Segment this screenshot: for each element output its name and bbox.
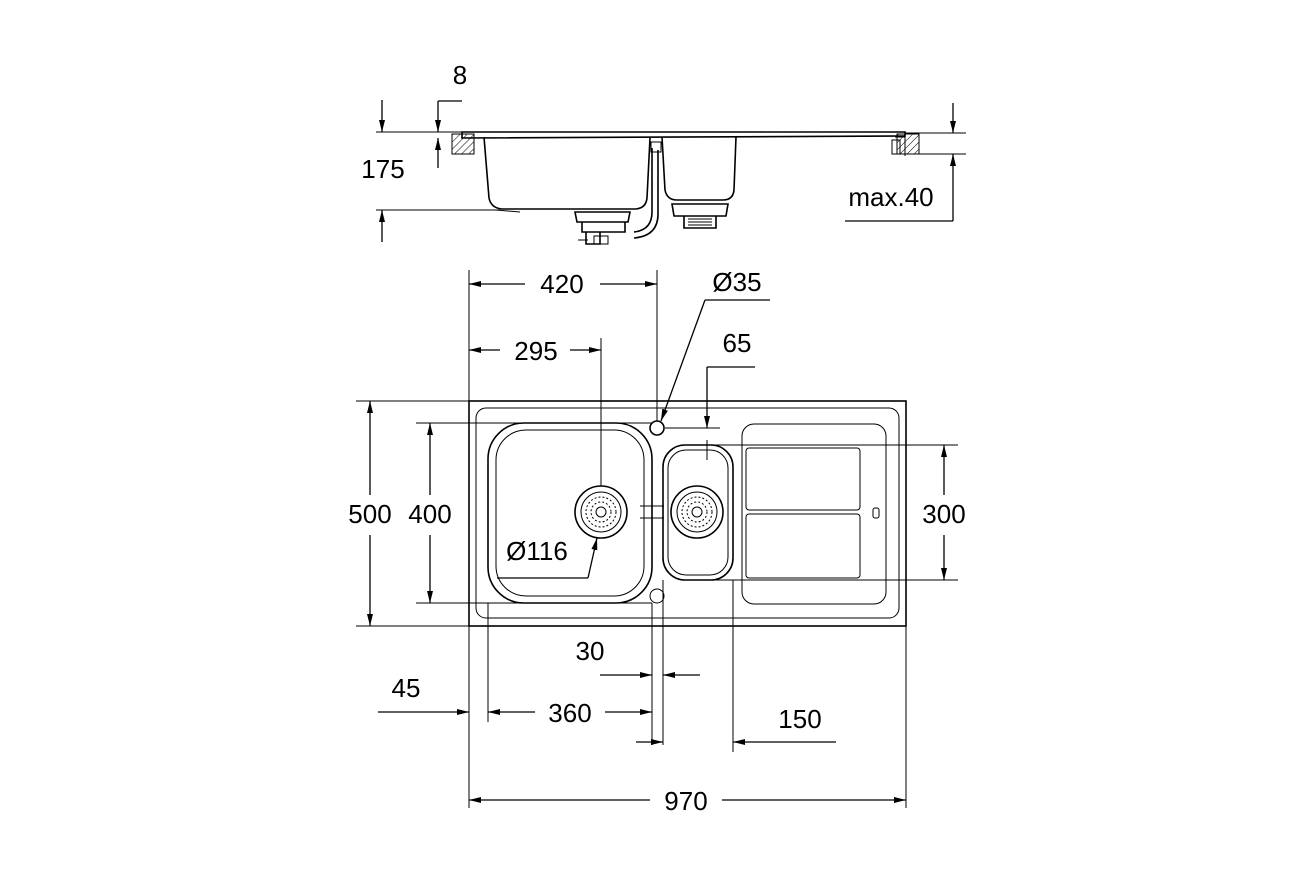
countertop-left [451,133,475,155]
depth-label: 175 [361,154,404,184]
small-bowl-width-label: 150 [778,704,821,734]
overall-width-label: 970 [664,786,707,816]
small-bowl [662,444,734,581]
bowl-depth-label: 400 [408,499,451,529]
tap-hole-label: Ø35 [712,267,761,297]
small-waste [670,485,724,539]
left-bowl-width-label: 360 [548,698,591,728]
side-view: 8 175 max.40 [361,60,966,245]
max-label: max.40 [848,182,933,212]
left-waste [574,485,628,539]
thickness-label: 8 [453,60,467,90]
drainer [741,423,887,605]
overall-depth-label: 500 [348,499,391,529]
top-view: 420 Ø35 295 65 500 400 300 [348,267,965,816]
tap-hole [649,420,665,436]
waste-offset-label: 295 [514,336,557,366]
width-left-bowl-label: 420 [540,269,583,299]
edge-label: 45 [392,673,421,703]
gap-label: 30 [576,636,605,666]
waste-diameter-label: Ø116 [506,536,568,566]
sink-outline [468,400,907,627]
small-waste-offset-label: 65 [723,328,752,358]
small-bowl-depth-label: 300 [922,499,965,529]
